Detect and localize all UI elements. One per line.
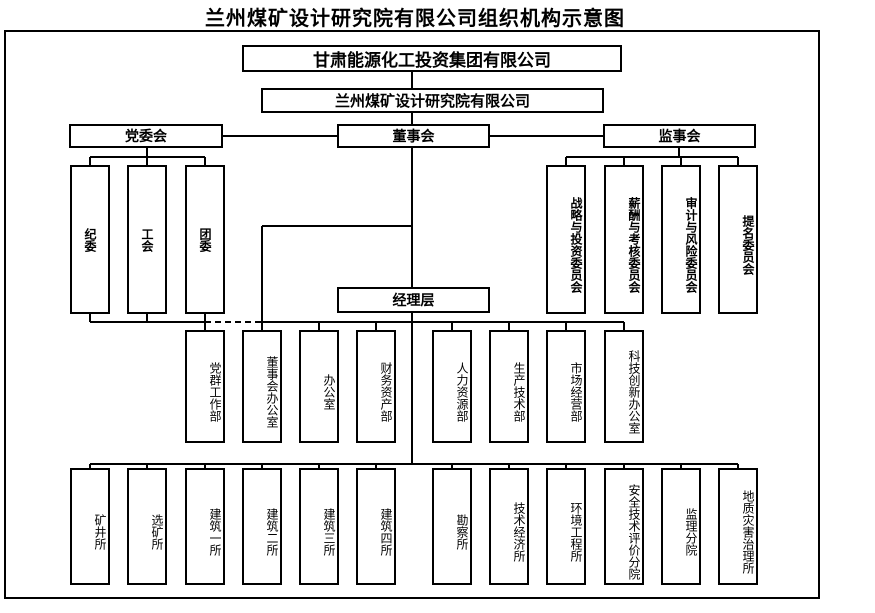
department-box: 财务资产部	[356, 330, 396, 443]
board-committee-box: 提名委员会	[718, 165, 758, 314]
institute-box: 建筑二所	[242, 468, 282, 585]
parent-company-box: 甘肃能源化工投资集团有限公司	[242, 45, 622, 72]
institute-label: 安全技术评价分院	[627, 483, 641, 580]
department-label: 财务资产部	[379, 361, 393, 422]
parent-company-label: 甘肃能源化工投资集团有限公司	[313, 51, 551, 71]
department-label: 市场经营部	[569, 361, 583, 422]
institute-label: 地质灾害治理所	[741, 489, 755, 574]
institute-box: 地质灾害治理所	[718, 468, 758, 585]
diagram-frame	[4, 30, 820, 599]
institute-label: 建筑四所	[379, 507, 393, 556]
department-box: 办公室	[299, 330, 339, 443]
board-committee-label: 审计与风险委员会	[684, 196, 698, 293]
department-box: 董事会办公室	[242, 330, 282, 443]
department-label: 科技创新办公室	[627, 349, 641, 434]
party-committee-box: 党委会	[69, 124, 223, 148]
board-committee-box: 薪酬与考核委员会	[604, 165, 644, 314]
institute-box: 选矿所	[127, 468, 167, 585]
board-committee-box: 审计与风险委员会	[661, 165, 701, 314]
department-box: 生产技术部	[489, 330, 529, 443]
company-box: 兰州煤矿设计研究院有限公司	[261, 88, 604, 113]
management-box: 经理层	[337, 287, 490, 313]
party-unit-box: 纪委	[70, 165, 110, 314]
department-label: 人力资源部	[455, 361, 469, 422]
institute-box: 监理分院	[661, 468, 701, 585]
board-committee-label: 战略与投资委员会	[569, 196, 583, 293]
institute-box: 勘察所	[432, 468, 472, 585]
institute-label: 建筑二所	[265, 507, 279, 556]
supervisory-label: 监事会	[658, 129, 701, 145]
board-committee-label: 薪酬与考核委员会	[627, 196, 641, 293]
institute-box: 环境工程所	[546, 468, 586, 585]
institute-box: 安全技术评价分院	[604, 468, 644, 585]
company-label: 兰州煤矿设计研究院有限公司	[334, 92, 530, 110]
supervisory-box: 监事会	[603, 124, 756, 148]
institute-label: 选矿所	[150, 513, 164, 550]
board-committee-box: 战略与投资委员会	[546, 165, 586, 314]
institute-label: 勘察所	[455, 513, 469, 550]
party-unit-label: 团委	[198, 227, 212, 252]
institute-label: 建筑三所	[322, 507, 336, 556]
institute-box: 建筑三所	[299, 468, 339, 585]
board-committee-label: 提名委员会	[741, 214, 755, 275]
chart-title: 兰州煤矿设计研究院有限公司组织机构示意图	[205, 6, 625, 30]
institute-box: 技术经济所	[489, 468, 529, 585]
institute-label: 矿井所	[93, 513, 107, 550]
institute-box: 矿井所	[70, 468, 110, 585]
department-box: 科技创新办公室	[604, 330, 644, 443]
department-box: 人力资源部	[432, 330, 472, 443]
institute-box: 建筑一所	[185, 468, 225, 585]
department-box: 市场经营部	[546, 330, 586, 443]
party-unit-label: 纪委	[83, 227, 97, 252]
board-label: 董事会	[392, 129, 435, 145]
institute-label: 建筑一所	[208, 507, 222, 556]
institute-label: 环境工程所	[569, 501, 583, 562]
party-unit-label: 工会	[140, 227, 154, 252]
department-label: 生产技术部	[512, 361, 526, 422]
department-box: 党群工作部	[185, 330, 225, 443]
department-label: 办公室	[322, 373, 336, 410]
institute-box: 建筑四所	[356, 468, 396, 585]
board-box: 董事会	[337, 124, 490, 148]
party-committee-label: 党委会	[125, 129, 167, 145]
party-unit-box: 团委	[185, 165, 225, 314]
department-label: 董事会办公室	[265, 355, 279, 428]
institute-label: 技术经济所	[512, 501, 526, 562]
institute-label: 监理分院	[684, 507, 698, 556]
management-label: 经理层	[392, 293, 435, 309]
department-label: 党群工作部	[208, 361, 222, 422]
party-unit-box: 工会	[127, 165, 167, 314]
